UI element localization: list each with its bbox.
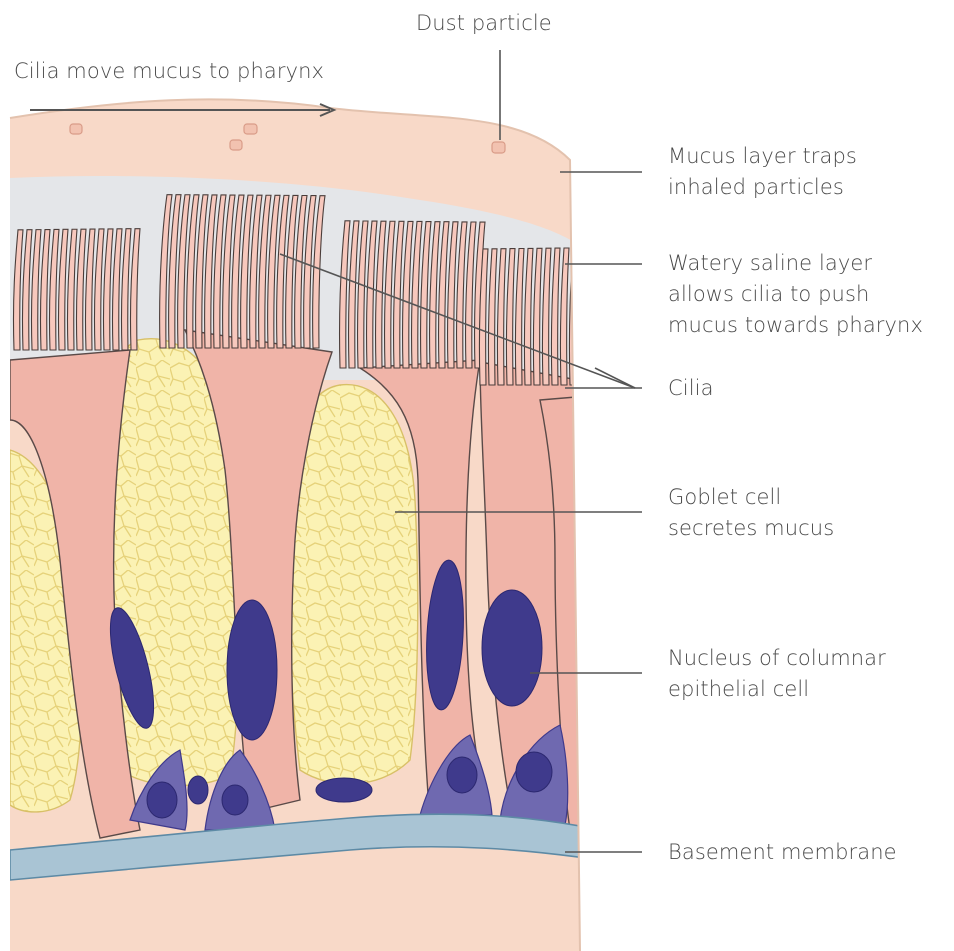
label-line: mucus towards pharynx [668,310,923,341]
label-line: allows cilia to push [668,279,923,310]
label-line: secretes mucus [668,513,834,544]
label-line: inhaled particles [668,172,857,203]
nucleus [316,778,372,802]
leader-cilia-c [595,368,635,388]
label-line: Goblet cell [668,482,834,513]
nucleus [227,600,277,740]
nucleus [188,776,208,804]
label-line: Dust particle [416,8,552,39]
tissue-section [0,90,600,951]
basal-nucleus [447,757,477,793]
label-line: Cilia [668,373,714,404]
dust-particle [492,142,505,153]
label-saline-layer: Watery saline layer allows cilia to push… [668,248,923,341]
label-line: Mucus layer traps [668,141,857,172]
nucleus [482,590,542,706]
label-dust: Dust particle [416,8,552,39]
label-mucus-layer: Mucus layer traps inhaled particles [668,141,857,203]
basal-nucleus [147,782,177,818]
dust-particle [230,140,242,150]
dust-particle [70,124,82,134]
label-line: Cilia move mucus to pharynx [14,56,324,87]
label-cilia-move: Cilia move mucus to pharynx [14,56,324,87]
label-basement: Basement membrane [668,837,897,868]
cilium [578,248,587,385]
label-line: Watery saline layer [668,248,923,279]
label-goblet: Goblet cell secretes mucus [668,482,834,544]
basal-nucleus [516,752,552,792]
label-line: Nucleus of columnar [668,643,886,674]
dust-particle [244,124,257,134]
label-line: epithelial cell [668,674,886,705]
label-cilia: Cilia [668,373,714,404]
basal-nucleus [222,785,248,815]
label-nucleus: Nucleus of columnar epithelial cell [668,643,886,705]
label-line: Basement membrane [668,837,897,868]
